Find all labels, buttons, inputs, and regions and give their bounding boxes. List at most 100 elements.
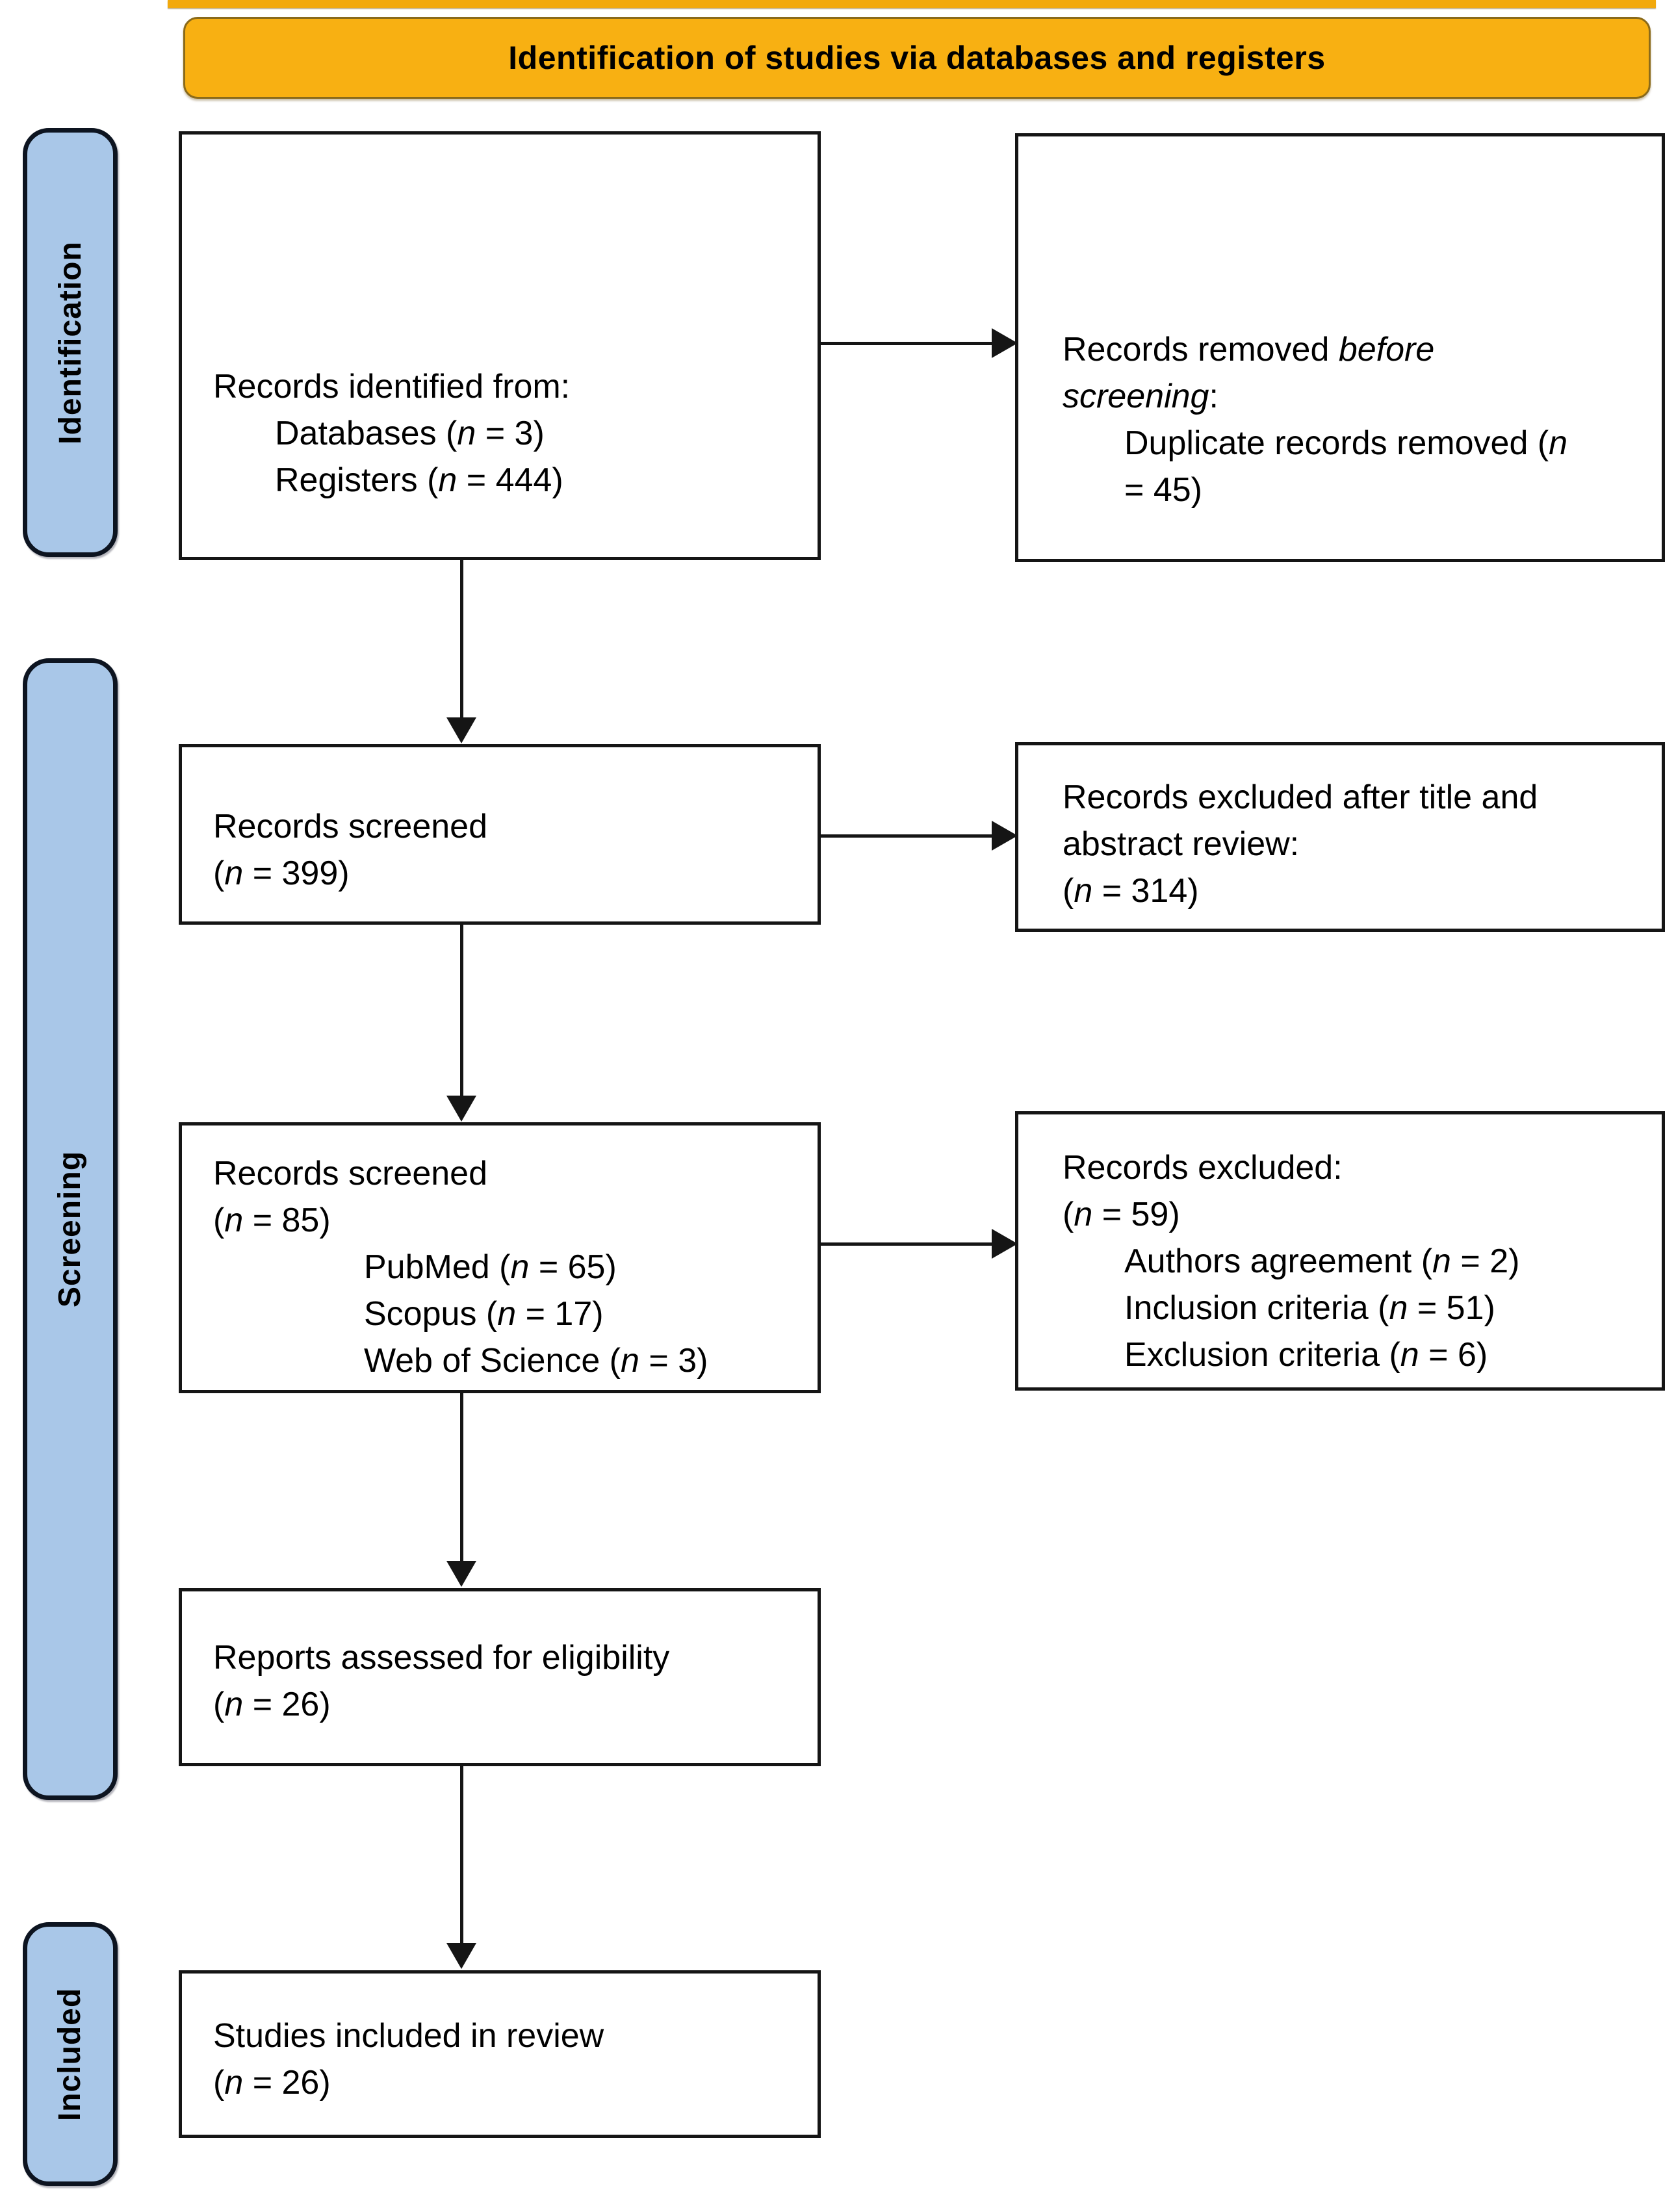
text-line: (n = 85) [213, 1197, 799, 1244]
text-segment: Reports assessed for eligibility [213, 1639, 670, 1677]
text-segment: Records identified from: [213, 368, 571, 405]
box-records-screened-399: Records screened (n = 399) [179, 744, 821, 925]
box-records-excluded-59: Records excluded: (n = 59) Authors agree… [1015, 1111, 1665, 1391]
banner-title: Identification of studies via databases … [183, 17, 1651, 99]
stage-label-included-text: Included [53, 1987, 88, 2121]
banner-title-text: Identification of studies via databases … [508, 40, 1326, 76]
text-segment: Duplicate records removed ( [1124, 424, 1549, 462]
text-segment: = 444) [457, 461, 563, 499]
text-segment: n [510, 1248, 530, 1286]
text-segment: = 51) [1408, 1289, 1495, 1327]
text-segment: ( [1063, 872, 1074, 910]
arrow-identified-to-screened-head [446, 717, 476, 743]
text-line: (n = 26) [213, 1681, 799, 1728]
text-segment: n [1400, 1336, 1419, 1374]
text-segment: n [1074, 872, 1093, 910]
box-studies-included: Studies included in review (n = 26) [179, 1970, 821, 2138]
stage-label-identification-text: Identification [53, 240, 88, 444]
text-line: (n = 314) [1063, 868, 1646, 914]
text-segment: n [1074, 1196, 1093, 1233]
text-segment: = 3) [639, 1342, 708, 1380]
text-segment: ( [213, 1202, 225, 1239]
text-line: Records excluded after title and [1063, 774, 1646, 821]
box-records-identified: Records identified from: Databases (n = … [179, 131, 821, 560]
text-line: Records screened [213, 803, 799, 850]
text-line: Studies included in review [213, 2013, 799, 2059]
text-segment: = 17) [516, 1295, 604, 1333]
box-records-screened-85: Records screened (n = 85) PubMed (n = 65… [179, 1122, 821, 1393]
text-segment: before [1338, 331, 1435, 368]
text-line: (n = 59) [1063, 1191, 1646, 1238]
text-segment: Records excluded after title and [1063, 778, 1538, 816]
text-segment: ( [213, 855, 225, 892]
stage-label-included: Included [23, 1922, 118, 2186]
text-line: abstract review: [1063, 821, 1646, 868]
text-segment: n [457, 415, 476, 452]
text-segment: screening [1063, 378, 1209, 415]
text-segment: Records screened [213, 1155, 487, 1192]
text-segment: = 3) [476, 415, 545, 452]
arrow-screened399-to-screened85-head [446, 1096, 476, 1122]
text-segment: n [621, 1342, 639, 1380]
arrow-assessed-to-included-line [460, 1766, 463, 1944]
box-reports-assessed-eligibility: Reports assessed for eligibility (n = 26… [179, 1588, 821, 1766]
text-segment: Exclusion criteria ( [1124, 1336, 1400, 1374]
text-segment: = 85) [243, 1202, 331, 1239]
text-segment: n [1432, 1242, 1451, 1280]
text-segment: = 45) [1124, 471, 1202, 509]
text-segment: n [224, 2064, 244, 2102]
text-segment: Records screened [213, 808, 487, 845]
text-segment: n [497, 1295, 517, 1333]
arrow-screened85-to-assessed-line [460, 1393, 463, 1562]
text-line: (n = 26) [213, 2059, 799, 2106]
text-segment: n [224, 1686, 244, 1723]
text-segment: PubMed ( [364, 1248, 511, 1286]
text-segment: Studies included in review [213, 2017, 604, 2055]
text-line: screening: [1063, 373, 1646, 420]
text-segment: ( [213, 2064, 225, 2102]
text-segment: : [1209, 378, 1218, 415]
text-line: Databases (n = 3) [213, 410, 799, 457]
box-records-excluded-title-abstract: Records excluded after title and abstrac… [1015, 742, 1665, 932]
text-line: Authors agreement (n = 2) [1063, 1238, 1646, 1285]
text-segment: = 26) [243, 2064, 331, 2102]
arrow-identified-to-removed-head [992, 328, 1018, 358]
text-line: Records identified from: [213, 363, 799, 410]
text-line: Reports assessed for eligibility [213, 1634, 799, 1681]
text-line: Duplicate records removed (n [1063, 420, 1646, 467]
text-segment: n [224, 1202, 244, 1239]
text-line: = 45) [1063, 467, 1646, 513]
text-line: Records excluded: [1063, 1144, 1646, 1191]
text-segment: ( [213, 1686, 225, 1723]
box-records-removed-before-screening: Records removed before screening: Duplic… [1015, 133, 1665, 562]
text-segment: n [1389, 1289, 1408, 1327]
text-line: Inclusion criteria (n = 51) [1063, 1285, 1646, 1331]
text-segment: n [224, 855, 244, 892]
text-line: Records screened [213, 1150, 799, 1197]
text-line: Scopus (n = 17) [213, 1291, 799, 1337]
arrow-screened85-to-excluded59-head [992, 1229, 1018, 1259]
text-segment: Inclusion criteria ( [1124, 1289, 1389, 1327]
text-line: Web of Science (n = 3) [213, 1337, 799, 1384]
text-line: Records removed before [1063, 326, 1646, 373]
stage-label-screening-text: Screening [53, 1150, 88, 1308]
text-segment: Records excluded: [1063, 1149, 1343, 1187]
text-segment: ( [1063, 1196, 1074, 1233]
text-segment: = 6) [1419, 1336, 1488, 1374]
text-segment: Authors agreement ( [1124, 1242, 1433, 1280]
text-segment: abstract review: [1063, 825, 1300, 863]
text-line: PubMed (n = 65) [213, 1244, 799, 1291]
text-segment: = 59) [1092, 1196, 1180, 1233]
arrow-identified-to-screened-line [460, 560, 463, 720]
arrow-screened399-to-excluded314-line [820, 834, 994, 838]
text-segment: = 65) [529, 1248, 617, 1286]
text-segment: n [1549, 424, 1568, 462]
text-segment: Registers ( [275, 461, 439, 499]
arrow-identified-to-removed-line [820, 342, 994, 345]
text-line: Registers (n = 444) [213, 457, 799, 504]
banner-top-strip [168, 0, 1656, 8]
stage-label-screening: Screening [23, 658, 118, 1800]
arrow-assessed-to-included-head [446, 1943, 476, 1969]
text-segment: = 26) [243, 1686, 331, 1723]
